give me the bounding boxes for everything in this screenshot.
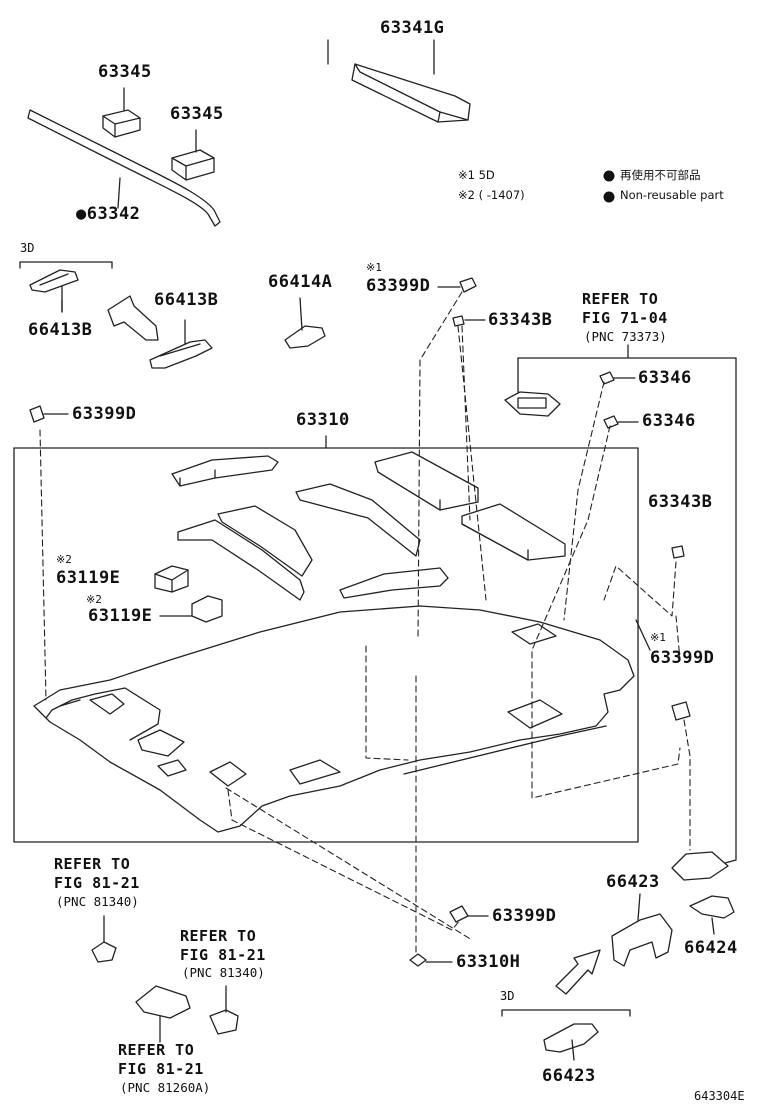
part-ref-8121-a bbox=[91, 941, 117, 963]
clip-66413B-a bbox=[29, 269, 79, 313]
label-63345-a: 63345 bbox=[98, 62, 152, 82]
refer-8121a-pnc: (PNC 81340) bbox=[56, 894, 139, 909]
label-66414A: 66414A bbox=[268, 272, 333, 292]
label-3d-bottom: 3D bbox=[500, 989, 515, 1003]
refer-8121a-line1: REFER TO bbox=[54, 855, 131, 873]
mark-1-right: ※1 bbox=[650, 631, 666, 644]
refer-7104-line1: REFER TO bbox=[582, 290, 659, 308]
nonreusable-bullet-jp bbox=[603, 170, 615, 182]
refer-8121c-pnc: (PNC 81260A) bbox=[120, 1080, 211, 1095]
bracket-66423-b bbox=[543, 1023, 599, 1061]
legend-nonreusable-en: Non-reusable part bbox=[620, 188, 724, 202]
spacer-63119E-b bbox=[191, 595, 223, 623]
label-63343B-right: 63343B bbox=[648, 492, 713, 512]
label-63399D-right: 63399D bbox=[650, 648, 715, 668]
refer-7104-pnc: (PNC 73373) bbox=[584, 329, 667, 344]
lamp-bracket-right bbox=[671, 851, 729, 881]
spacer-63119E-a bbox=[154, 565, 189, 593]
bracket-66413B-b bbox=[149, 319, 213, 369]
nonreusable-bullet-en bbox=[603, 191, 615, 203]
label-63399D-left: 63399D bbox=[72, 404, 137, 424]
refer-8121a-line2: FIG 81-21 bbox=[54, 874, 140, 892]
figure-code: 643304E bbox=[694, 1089, 745, 1103]
fastener-63310H bbox=[409, 953, 427, 967]
clip-63346-b bbox=[603, 415, 619, 429]
clip-63399D-top bbox=[459, 277, 477, 293]
clip-63346-a bbox=[599, 371, 615, 385]
strip-63342 bbox=[27, 109, 221, 227]
refer-8121b-line1: REFER TO bbox=[180, 927, 257, 945]
bracket-3d-bottom bbox=[501, 1009, 631, 1017]
bracket-66423-a bbox=[611, 893, 673, 967]
label-66413B-b: 66413B bbox=[154, 290, 219, 310]
pad-set bbox=[171, 451, 566, 601]
direction-arrow-left bbox=[107, 295, 159, 341]
label-63399D-bottom: 63399D bbox=[492, 906, 557, 926]
label-63346-a: 63346 bbox=[638, 368, 692, 388]
label-63341G: 63341G bbox=[380, 18, 445, 38]
clip-63399D-bottom bbox=[449, 905, 469, 923]
label-63346-b: 63346 bbox=[642, 411, 696, 431]
label-63343B-top: 63343B bbox=[488, 310, 553, 330]
label-66413B-a: 66413B bbox=[28, 320, 93, 340]
refer-8121c-line2: FIG 81-21 bbox=[118, 1060, 204, 1078]
label-66424: 66424 bbox=[684, 938, 738, 958]
mark-2-a: ※2 bbox=[56, 553, 72, 566]
clip-63343B-right bbox=[671, 545, 685, 559]
label-3d-left: 3D bbox=[20, 241, 35, 255]
clip-63343B-top bbox=[452, 315, 465, 327]
label-63345-b: 63345 bbox=[170, 104, 224, 124]
label-63399D-top: 63399D bbox=[366, 276, 431, 296]
label-63342: ●63342 bbox=[76, 204, 141, 224]
block-63345-b bbox=[171, 149, 215, 181]
part-ref-8121-c bbox=[135, 985, 191, 1019]
mark-1-top: ※1 bbox=[366, 261, 382, 274]
refer-8121b-pnc: (PNC 81340) bbox=[182, 965, 265, 980]
bracket-66414A bbox=[284, 297, 326, 349]
refer-8121c-line1: REFER TO bbox=[118, 1041, 195, 1059]
headliner-63310 bbox=[33, 605, 635, 833]
label-66423-b: 66423 bbox=[542, 1066, 596, 1086]
pad-63341G bbox=[351, 63, 471, 123]
clip-63399D-right bbox=[671, 701, 691, 721]
label-63310H: 63310H bbox=[456, 952, 521, 972]
label-63119E-b: 63119E bbox=[88, 606, 153, 626]
legend-note-2: ※2 ( -1407) bbox=[458, 188, 525, 202]
label-66423-a: 66423 bbox=[606, 872, 660, 892]
label-63310: 63310 bbox=[296, 410, 350, 430]
part-ref-8121-b bbox=[209, 1009, 239, 1035]
label-63119E-a: 63119E bbox=[56, 568, 121, 588]
mark-2-b: ※2 bbox=[86, 593, 102, 606]
clip-63399D-left bbox=[29, 405, 45, 423]
bracket-66424 bbox=[689, 895, 735, 935]
legend-nonreusable-jp: 再使用不可部品 bbox=[620, 168, 701, 182]
block-63345-a bbox=[102, 109, 141, 138]
legend-note-1: ※1 5D bbox=[458, 168, 495, 182]
direction-arrow-right bbox=[555, 949, 601, 995]
bracket-3d-left bbox=[19, 261, 113, 269]
refer-8121b-line2: FIG 81-21 bbox=[180, 946, 266, 964]
refer-7104-line2: FIG 71-04 bbox=[582, 309, 668, 327]
